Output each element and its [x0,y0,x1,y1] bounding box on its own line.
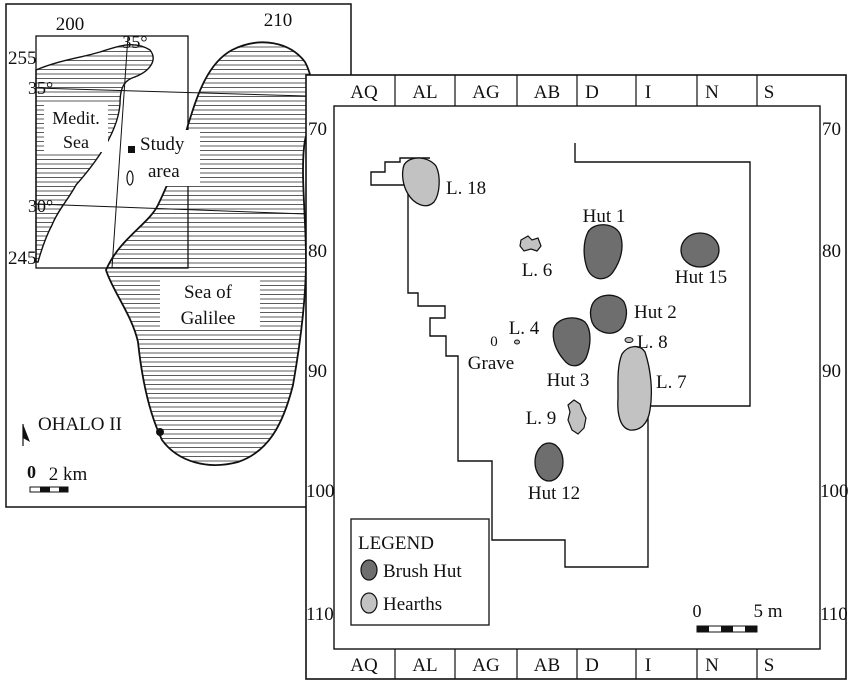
col-label-bottom-i: I [645,655,651,676]
label-hut12: Hut 12 [528,483,580,504]
site-plan-map: AQ AL AG AB D I N S AQ AL AG AB D I N S … [305,74,849,680]
graticule-35-lon [111,35,129,269]
lake-label-line2: Galilee [181,308,236,329]
brush-hut-1 [583,224,623,280]
col-label-top-al: AL [412,82,437,103]
ohalo-site-marker [156,428,164,436]
legend-hearths-label: Hearths [383,594,442,615]
col-label-top-n: N [705,82,719,103]
col-label-bottom-n: N [705,655,719,676]
ohalo-site-label: OHALO II [38,414,122,435]
row-label-right-90: 90 [822,361,841,382]
label-grave: Grave [468,353,514,374]
row-label-left-80: 80 [308,241,327,262]
row-label-right-80: 80 [822,241,841,262]
col-label-bottom-ab: AB [534,655,560,676]
med-sea-label-line1: Medit. [52,108,100,128]
brush-hut-3 [552,317,591,367]
row-label-right-70: 70 [822,119,841,140]
inset-scale-label: 2 km [49,464,88,485]
brush-hut-12 [534,442,564,482]
col-label-bottom-aq: AQ [350,655,378,676]
label-l6: L. 6 [522,260,553,281]
row-label-right-100: 100 [820,481,849,502]
label-l4: L. 4 [509,318,540,339]
graticule-30-lat [35,203,307,215]
row-label-left-100: 100 [306,481,335,502]
lake-label-line1: Sea of [184,282,233,303]
hearth-l4 [514,339,520,345]
legend-brush-hut-swatch [360,559,378,581]
inset-top-tick-210: 210 [264,10,293,31]
row-label-right-110: 110 [820,604,848,625]
mini-lake-outline [126,170,134,186]
col-label-top-aq: AQ [350,82,378,103]
col-label-top-i: I [645,82,651,103]
label-l7: L. 7 [656,372,687,393]
study-area-label-line1: Study [140,134,185,155]
col-label-top-d: D [585,82,599,103]
study-area-label-line2: area [148,161,180,182]
study-area-marker [128,146,135,153]
label-hut2: Hut 2 [634,302,677,323]
col-label-top-ab: AB [534,82,560,103]
hearth-l6 [519,235,542,252]
graticule-35-lat [35,87,307,97]
hearth-l8 [624,337,634,343]
hearth-l7 [617,345,652,431]
inset-scale-bar [29,486,69,493]
label-l18: L. 18 [446,178,486,199]
plan-scale-label: 5 m [753,601,782,622]
col-label-top-s: S [764,82,775,103]
col-label-top-ag: AG [472,82,500,103]
hearth-l18 [401,157,440,207]
legend-hearths-swatch [360,592,378,614]
inset-left-tick-255: 255 [8,48,37,69]
col-label-bottom-s: S [764,655,775,676]
brush-hut-2 [589,294,628,334]
inset-inner-top-label: 35° [122,32,147,52]
label-hut1: Hut 1 [583,206,626,227]
col-label-bottom-ag: AG [472,655,500,676]
row-label-left-110: 110 [306,604,334,625]
excavation-boundary [370,143,751,568]
inset-left-tick-245: 245 [8,248,37,269]
col-label-bottom-d: D [585,655,599,676]
col-label-bottom-al: AL [412,655,437,676]
regional-inset-map: 200 210 35° 255 245 35° 30° Medit. Sea S… [5,3,352,508]
row-label-left-70: 70 [308,119,327,140]
north-arrow-icon [22,424,30,446]
legend-brush-hut-label: Brush Hut [383,561,462,582]
row-label-left-90: 90 [308,361,327,382]
inset-lat-35: 35° [28,78,53,98]
hearth-l9 [567,399,587,435]
label-l8: L. 8 [637,332,668,353]
brush-hut-15 [680,232,720,268]
label-l9: L. 9 [526,408,557,429]
levant-region-shape [35,43,154,263]
inset-lat-30: 30° [28,196,53,216]
plan-scale-zero: 0 [693,601,702,621]
label-grave-marker: 0 [490,334,498,350]
med-sea-label-line2: Sea [63,132,89,152]
inset-top-tick-200: 200 [56,14,85,35]
legend-title: LEGEND [358,533,434,554]
legend: LEGEND Brush Hut Hearths [350,518,490,626]
plan-scale-bar [696,625,758,633]
grid-column-dividers [394,75,758,679]
label-hut3: Hut 3 [547,370,590,391]
label-hut15: Hut 15 [675,267,727,288]
inset-scale-zero: 0 [27,462,36,482]
